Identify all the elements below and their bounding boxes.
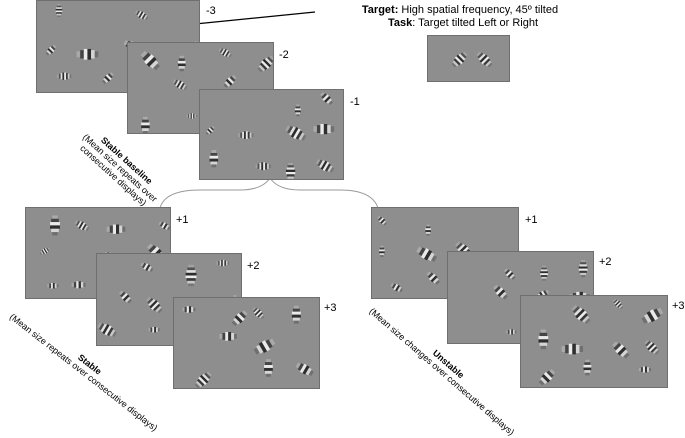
gabor-patch [578,260,588,278]
gabor-patch [416,246,437,262]
gabor-patch [71,281,86,289]
gabor-patch [503,268,516,280]
gabor-patch [186,113,198,119]
gabor-patch [182,306,196,313]
gabor-patch [315,159,335,173]
display-number-unstable-2: +2 [599,256,612,268]
target-description: Target: High spatial frequency, 45º tilt… [290,4,630,30]
gabor-patch [218,47,232,58]
gabor-patch [146,296,163,314]
gabor-patch [253,338,276,355]
gabor-patch [320,92,334,105]
gabor-patch [644,339,660,355]
branch-bracket [159,177,379,209]
gabor-patch [612,298,624,310]
gabor-patch [119,290,132,304]
gabor-patch [141,116,150,133]
display-number-baseline-1: -3 [206,5,216,17]
gabor-patch [561,343,584,355]
gabor-patch [264,359,273,377]
gabor-patch [55,4,63,18]
display-number-stable-2: +2 [247,260,260,272]
target-text: High spatial frequency, 45º tilted [398,4,559,16]
gabor-patch [476,51,493,68]
gabor-patch [158,221,170,231]
gabor-patch [50,215,60,236]
gabor-patch [493,284,508,300]
display-number-baseline-3: -1 [350,96,360,108]
gabor-patch [379,245,385,257]
gabor-patch [377,215,387,226]
gabor-patch [177,55,186,72]
gabor-patch [638,366,651,373]
gabor-patch [45,44,57,56]
task-label: Task [387,17,413,29]
gabor-patch [426,271,440,285]
display-number-stable-3: +3 [324,302,337,314]
gabor-patch [425,224,431,236]
display-panel-stable-3 [173,297,320,389]
gabor-patch [285,162,296,179]
gabor-patch [140,50,161,71]
gabor-patch [209,150,219,168]
display-number-baseline-2: -2 [279,49,289,61]
task-text: : Target tilted Left or Right [412,17,539,29]
gabor-patch [313,123,335,135]
gabor-patch [583,359,592,376]
gabor-patch [172,79,188,90]
gabor-patch [223,74,237,88]
gabor-patch [39,247,50,255]
gabor-patch [257,55,273,73]
display-panel-stable-2 [96,253,242,346]
gabor-patch [506,329,517,335]
gabor-patch [205,125,215,135]
display-number-stable-1: +1 [176,214,189,226]
display-number-unstable-3: +3 [672,300,685,312]
gabor-patch [76,48,99,60]
gabor-patch [451,51,468,68]
gabor-patch [291,305,301,324]
gabor-patch [74,220,90,232]
gabor-patch [641,307,664,324]
gabor-patch [540,265,548,281]
gabor-patch [47,282,59,289]
gabor-patch [538,329,549,350]
gabor-patch [285,125,307,141]
gabor-patch [148,326,160,333]
gabor-patch [194,371,212,388]
gabor-patch [295,362,314,376]
gabor-patch [97,322,117,338]
gabor-patch [231,310,248,326]
gabor-patch [612,341,630,359]
gabor-patch [57,72,72,80]
gabor-patch [135,10,149,20]
display-number-unstable-1: +1 [525,214,538,226]
display-panel-unstable-3 [520,295,668,388]
gabor-patch [102,72,114,84]
gabor-patch [185,264,197,287]
gabor-patch [538,369,556,386]
target-example-panel [427,35,510,82]
gabor-patch [390,283,403,293]
target-label: Target: [361,4,399,16]
gabor-patch [252,306,265,320]
gabor-patch [238,131,254,139]
gabor-patch [571,304,591,325]
gabor-patch [294,104,301,117]
gabor-patch [106,224,126,234]
gabor-patch [216,259,230,267]
gabor-patch [140,262,154,272]
gabor-patch [255,162,271,171]
display-panel-baseline-3 [199,89,344,180]
gabor-patch [219,332,237,341]
